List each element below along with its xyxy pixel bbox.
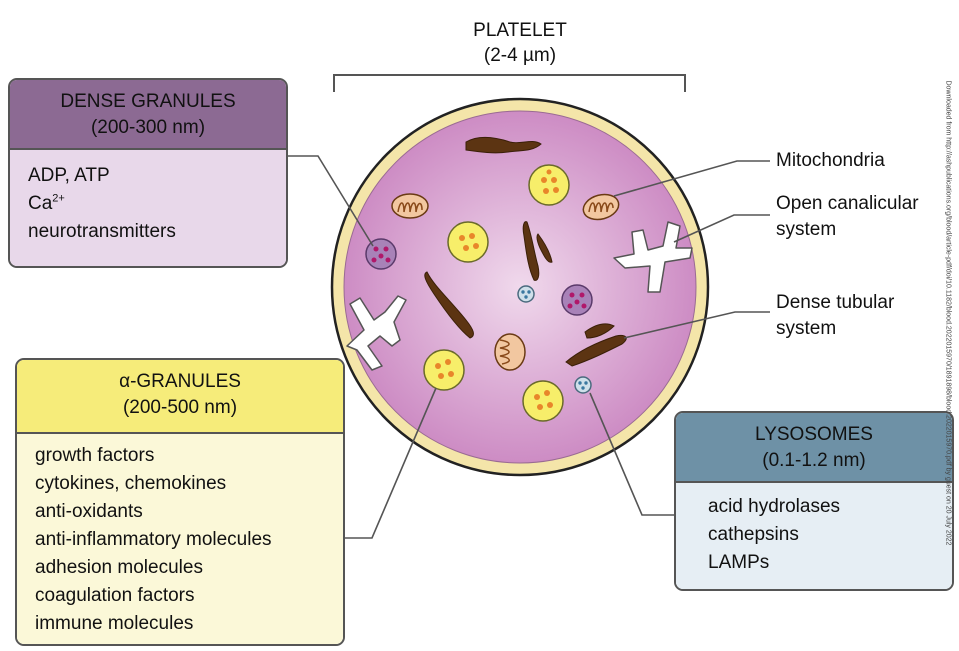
alpha-granules-header: α-GRANULES (200-500 nm) (17, 360, 343, 434)
alpha-granules-contents: growth factors cytokines, chemokines ant… (17, 434, 343, 644)
alpha-granule-contents (435, 169, 559, 410)
dense-tubular-line1: Dense tubular (776, 292, 895, 313)
download-watermark-text: Downloaded from http://ashpublications.o… (944, 80, 952, 546)
alpha-granule (423, 164, 570, 422)
list-item: acid hydrolases (708, 496, 841, 517)
mitochondrion (494, 333, 526, 371)
calcium-label: Ca (28, 193, 53, 214)
leader-line-alpha-granules (341, 387, 437, 539)
list-item: immune molecules (35, 613, 194, 634)
list-item: neurotransmitters (28, 221, 176, 242)
lysosomes-box: LYSOSOMES (0.1-1.2 nm) acid hydrolases c… (674, 411, 954, 591)
list-item: adhesion molecules (35, 557, 203, 578)
open-canalicular-line2: system (776, 219, 837, 240)
leader-line-dense-tubular (623, 311, 770, 339)
list-item: cathepsins (708, 524, 799, 545)
dense-granules-contents: ADP, ATP Ca2+ neurotransmitters (10, 150, 286, 266)
platelet-title: PLATELET (2-4 µm) (410, 18, 630, 68)
dense-tubular-system (424, 136, 627, 367)
dense-tubular-label: Dense tubular system (776, 290, 894, 342)
lysosomes-size: (0.1-1.2 nm) (762, 450, 866, 471)
platelet-label: PLATELET (473, 20, 567, 41)
leader-line-mitochondria (613, 160, 770, 197)
list-item: Ca2+ (28, 190, 286, 218)
list-item: growth factors (35, 445, 155, 466)
list-item: LAMPs (708, 552, 770, 573)
leader-line-lysosomes (589, 392, 674, 516)
platelet-size: (2-4 µm) (483, 45, 557, 66)
lysosomes-contents: acid hydrolases cathepsins LAMPs (676, 483, 952, 589)
open-canalicular-system-right (613, 221, 693, 293)
list-item: cytokines, chemokines (35, 473, 227, 494)
leader-line-dense-granules (284, 155, 374, 247)
list-item: anti-inflammatory molecules (35, 529, 272, 550)
list-item: ADP, ATP (28, 165, 110, 186)
dense-granules-box: DENSE GRANULES (200-300 nm) ADP, ATP Ca2… (8, 78, 288, 268)
lysosomes-header: LYSOSOMES (0.1-1.2 nm) (676, 413, 952, 483)
lysosome (517, 285, 592, 394)
calcium-superscript: 2+ (52, 192, 65, 205)
list-item: coagulation factors (35, 585, 195, 606)
alpha-granules-size: (200-500 nm) (122, 397, 238, 418)
leader-line-open-canalicular (673, 214, 770, 243)
size-bracket (333, 74, 686, 92)
dense-granules-title: DENSE GRANULES (60, 91, 236, 112)
dense-granules-header: DENSE GRANULES (200-300 nm) (10, 80, 286, 150)
mitochondrion (582, 193, 620, 221)
open-canalicular-label: Open canalicular system (776, 191, 919, 243)
download-watermark: Downloaded from http://ashpublications.o… (939, 78, 952, 578)
list-item: anti-oxidants (35, 501, 143, 522)
dense-tubular-line2: system (776, 318, 837, 339)
mitochondrion (391, 193, 429, 219)
lysosome-contents (521, 290, 588, 390)
alpha-granules-title: α-GRANULES (119, 371, 241, 392)
open-canalicular-system-left (346, 295, 407, 371)
open-canalicular-line1: Open canalicular (776, 193, 919, 214)
platelet-cytoplasm (343, 110, 697, 464)
alpha-granules-box: α-GRANULES (200-500 nm) growth factors c… (15, 358, 345, 646)
lysosomes-title: LYSOSOMES (755, 424, 873, 445)
mitochondria-label: Mitochondria (776, 150, 885, 171)
dense-granules-size: (200-300 nm) (90, 117, 206, 138)
dense-granule-contents (371, 246, 587, 309)
